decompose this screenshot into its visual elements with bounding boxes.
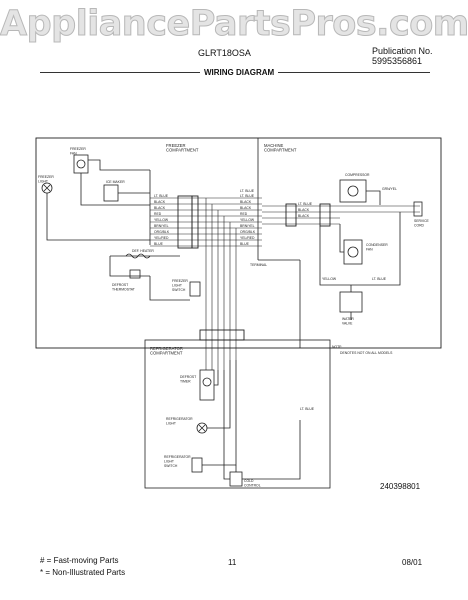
wire-label: LT. BLUE	[154, 194, 169, 198]
wire-label: YELLOW	[322, 277, 337, 281]
legend-fast-moving: # = Fast-moving Parts	[40, 556, 119, 565]
condenser-fan-shape	[343, 239, 363, 265]
wire-label: ORG/BLK	[154, 230, 170, 234]
wire-label: LT. BLUE	[240, 194, 255, 198]
publication-number: 5995356861	[372, 56, 423, 66]
model-number: GLRT18OSA	[198, 48, 251, 58]
wire-label: YEL/RED	[154, 236, 169, 240]
label-compressor: COMPRESSOR	[345, 173, 370, 177]
label-defrost-heater: DEF. HEATER	[132, 249, 154, 253]
wire-label: YELLOW	[154, 218, 169, 222]
wire-label: BLACK	[154, 200, 166, 204]
diagram-border	[35, 137, 442, 349]
document-number: 240398801	[380, 482, 421, 491]
wire-label: BLACK	[154, 206, 166, 210]
publication-label: Publication No.	[372, 46, 433, 56]
legend-non-illustrated: * = Non-Illustrated Parts	[40, 568, 126, 577]
terminal-block-shape	[199, 329, 245, 341]
wire-label: BLACK	[298, 214, 310, 218]
freezer-fan-shape	[73, 154, 89, 174]
water-valve-shape	[339, 291, 363, 313]
section-title: WIRING DIAGRAM	[200, 68, 279, 77]
wire-labels-left: LT. BLUE BLACK BLACK RED YELLOW BRN/YEL …	[154, 194, 170, 246]
label-lt-blue-fridge: LT. BLUE	[300, 407, 315, 411]
ice-maker-shape	[103, 184, 119, 202]
wire-label: BLACK	[240, 200, 252, 204]
wire-label: BRN/YEL	[240, 224, 255, 228]
wire-label: YELLOW	[240, 218, 255, 222]
cold-control-shape	[229, 471, 243, 487]
wire-label: BLACK	[240, 206, 252, 210]
service-cord-shape	[413, 201, 423, 217]
freezer-switch-shape	[189, 281, 201, 297]
page-number: 11	[228, 558, 237, 567]
label-ice-maker: ICE MAKER	[106, 180, 125, 184]
wire-label: GRN/YEL	[382, 187, 397, 191]
label-note-text: DENOTES NOT ON ALL MODELS	[340, 351, 393, 355]
wire-label: LT. BLUE	[372, 277, 387, 281]
wire-label: BLUE	[240, 242, 250, 246]
wire-label: BLACK	[298, 208, 310, 212]
publication-date: 08/01	[402, 558, 423, 567]
wire-label: ORG/BLK	[240, 230, 256, 234]
label-terminal: TERMINAL	[250, 263, 267, 267]
wire-label: YEL/RED	[240, 236, 255, 240]
wire-labels-machine: LT. BLUE BLACK BLACK YELLOW LT. BLUE GRN…	[298, 187, 397, 281]
wire-label: RED	[154, 212, 162, 216]
wire-label: BLUE	[154, 242, 164, 246]
refrigerator-switch-shape	[191, 457, 203, 473]
wire-label: RED	[240, 212, 248, 216]
label-note: NOTE:	[332, 345, 342, 349]
defrost-timer-shape	[199, 369, 215, 401]
wire-label: BRN/YEL	[154, 224, 169, 228]
wire-labels-right: LT. BLUE LT. BLUE BLACK BLACK RED YELLOW…	[240, 189, 256, 246]
wire-label: LT. BLUE	[240, 189, 255, 193]
compressor-shape	[339, 179, 367, 203]
wire-label: LT. BLUE	[298, 202, 313, 206]
watermark-logo: AppliancePartsPros.com	[0, 4, 468, 45]
